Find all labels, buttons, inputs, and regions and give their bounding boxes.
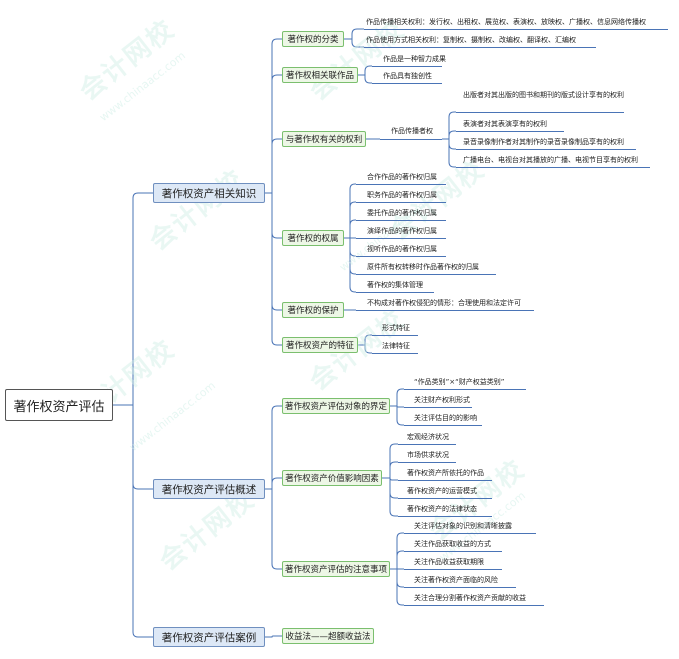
topic-notes: 著作权资产评估的注意事项 (282, 561, 390, 577)
leaf-work-x-property: “作品类别”×“财产权益类别” (414, 378, 505, 386)
leaf-intellectual-achievement: 作品是一种智力成果 (383, 55, 446, 63)
connector-root (113, 192, 153, 406)
leaf-original-transfer: 原件所有权转移时作品著作权的归属 (367, 263, 479, 271)
leaf-legal-status: 著作权资产的法律状态 (407, 505, 477, 513)
connector-case (265, 635, 282, 638)
connector-value-factors (382, 461, 398, 479)
topic-income-method: 收益法——超额收益法 (282, 628, 374, 644)
connector-classification (344, 28, 364, 40)
leaf-income-split: 关注合理分割著作权资产贡献的收益 (414, 594, 526, 602)
leaf-purpose-impact: 关注评估目的的影响 (414, 414, 477, 422)
leaf-form-feature: 形式特征 (382, 324, 410, 332)
connector-overview (265, 405, 282, 490)
connector-ownership (344, 201, 356, 239)
connector-rights-group (442, 138, 456, 168)
connector-ownership (344, 237, 356, 293)
connector-value-factors (382, 443, 398, 479)
connector-ownership (344, 219, 356, 239)
leaf-income-method: 关注作品获取收益的方式 (414, 540, 491, 548)
connector-value-factors (382, 477, 398, 517)
connector-knowledge (265, 192, 282, 346)
leaf-legal-feature: 法律特征 (382, 342, 410, 350)
connector-rights-group (442, 111, 456, 140)
connector-knowledge (265, 74, 282, 194)
leaf-income-period: 关注作品收益获取期限 (414, 558, 484, 566)
leaf-object-identification: 关注评估对象的识别和清晰披露 (414, 522, 512, 530)
connector-knowledge (265, 192, 282, 239)
leaf-audiovisual-work: 视听作品的著作权归属 (367, 245, 437, 253)
leaf-usage-rights: 作品使用方式相关权利：复制权、摄制权、改编权、翻译权、汇编权 (366, 36, 576, 44)
leaf-risks: 关注著作权资产面临的风险 (414, 576, 498, 584)
topic-related-rights: 与著作权有关的权利 (282, 131, 366, 147)
leaf-market-supply-demand: 市场供求状况 (407, 451, 449, 459)
connector-ownership (344, 183, 356, 239)
leaf-performer-right: 表演者对其表演享有的权利 (463, 120, 547, 128)
connector-knowledge (265, 38, 282, 194)
leaf-originality: 作品具有独创性 (383, 72, 432, 80)
connector-object-definition (390, 405, 404, 426)
topic-characteristics: 著作权资产的特征 (282, 337, 358, 353)
leaf-derivative-work: 演绎作品的著作权归属 (367, 227, 437, 235)
leaf-non-infringement: 不构成对著作权侵犯的情形：合理使用和法定许可 (367, 299, 521, 307)
branch-evaluation-case: 著作权资产评估案例 (153, 627, 265, 647)
connector-object-definition (390, 388, 404, 407)
connector-overview (265, 488, 282, 570)
leaf-employment-work: 职务作品的著作权归属 (367, 191, 437, 199)
leaf-joint-work: 合作作品的著作权归属 (367, 173, 437, 181)
leaf-underlying-work: 著作权资产所依托的作品 (407, 469, 484, 477)
leaf-dissemination-rights: 作品传播相关权利：发行权、出租权、展览权、表演权、放映权、广播权、信息网络传播权 (366, 18, 646, 26)
leaf-broadcaster-right: 广播电台、电视台对其播放的广播、电视节目享有的权利 (463, 156, 638, 164)
connector-overview (265, 477, 282, 490)
branch-copyright-knowledge: 著作权资产相关知识 (153, 183, 265, 203)
connector-rights-group (442, 130, 456, 140)
branch-evaluation-overview: 著作权资产评估概述 (153, 479, 265, 499)
leaf-recording-producer-right: 录音录像制作者对其制作的录音录像制品享有的权利 (463, 138, 624, 146)
leaf-publisher-layout-right: 出版者对其出版的图书和期刊的版式设计享有的权利 (463, 91, 624, 99)
connector-classification (344, 38, 364, 48)
topic-ownership: 著作权的权属 (282, 230, 344, 246)
leaf-property-form: 关注财产权利形式 (414, 396, 470, 404)
root-node: 著作权资产评估 (5, 389, 113, 421)
topic-related-works: 著作权相关联作品 (282, 67, 358, 83)
connector-knowledge (265, 192, 282, 311)
topic-object-definition: 著作权资产评估对象的界定 (282, 398, 390, 414)
topic-classification: 著作权的分类 (282, 31, 344, 47)
connector-related-works (358, 74, 372, 84)
connector-notes (390, 532, 404, 570)
connector-characteristics (358, 344, 372, 354)
connector-characteristics (358, 334, 372, 346)
leaf-commissioned-work: 委托作品的著作权归属 (367, 209, 437, 217)
leaf-collective-management: 著作权的集体管理 (367, 281, 423, 289)
connector-related-works (358, 65, 372, 76)
leaf-operation-mode: 著作权资产的运营模式 (407, 487, 477, 495)
connector-root (113, 404, 153, 638)
topic-value-factors: 著作权资产价值影响因素 (282, 470, 382, 486)
leaf-disseminator-rights: 作品传播者权 (391, 127, 433, 135)
leaf-macro-economy: 宏观经济状况 (407, 433, 449, 441)
connector-notes (390, 568, 404, 606)
connector-notes (390, 550, 404, 570)
topic-protection: 著作权的保护 (282, 302, 344, 318)
connector-knowledge (265, 138, 282, 194)
